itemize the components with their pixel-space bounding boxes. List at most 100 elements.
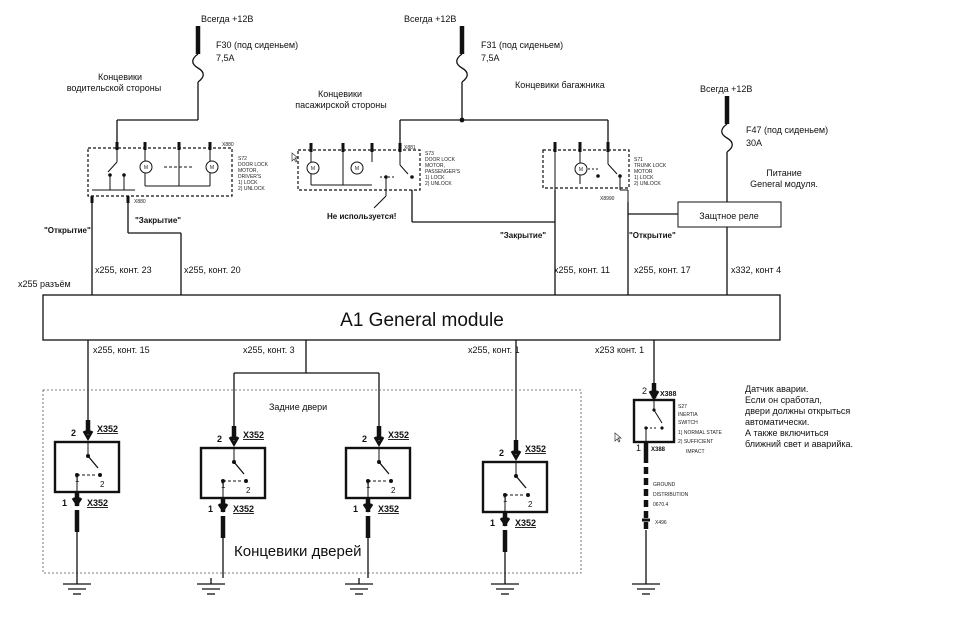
svg-text:DRIVER'S: DRIVER'S <box>238 174 262 180</box>
door-switch-blade <box>233 461 245 475</box>
inertia-conn-top: X388 <box>660 391 676 398</box>
door-switch-arrow-top <box>510 450 522 462</box>
ground-symbol-1 <box>63 578 91 595</box>
driver-lock-conn: X880 <box>222 142 234 148</box>
driver-side-label-1: Концевики <box>98 72 142 82</box>
door-switch-conn-top: X352 <box>525 444 546 454</box>
ground-symbol-5 <box>632 578 660 595</box>
door-switch-pin-top: 2 <box>362 434 367 444</box>
crash-sensor-text-3: двери должны открыться <box>745 406 850 416</box>
svg-text:GROUND: GROUND <box>653 482 676 488</box>
door-switch-c2: 2 <box>100 480 105 489</box>
svg-text:M: M <box>210 165 214 171</box>
fuse-f47-rating: 30А <box>746 138 762 148</box>
svg-text:2: 2 <box>642 386 647 396</box>
crash-sensor-text-2: Если он сработал, <box>745 395 822 405</box>
door-switch-conn-top: X352 <box>243 430 264 440</box>
pin-label-3: x255, конт. 3 <box>243 345 295 355</box>
svg-text:MOTOR: MOTOR <box>634 169 653 175</box>
door-switch-conn-top: X352 <box>388 430 409 440</box>
svg-text:0670.4: 0670.4 <box>653 502 669 508</box>
door-switch-c2: 2 <box>528 500 533 509</box>
svg-text:X496: X496 <box>655 520 667 526</box>
door-switch-contact-2 <box>526 493 530 497</box>
door-switch-conn-bottom: X352 <box>515 518 536 528</box>
svg-text:M: M <box>311 166 315 172</box>
fuse-f30: Всегда +12В F30 (под сиденьем) 7,5А <box>192 14 298 120</box>
door-switch-c1: 1 <box>75 475 80 484</box>
door-switch-c2: 2 <box>391 486 396 495</box>
passenger-lock-name: S73 <box>425 151 434 157</box>
fuse-f30-supply: Всегда +12В <box>201 14 253 24</box>
open-trunk-label: "Открытие" <box>629 231 676 240</box>
svg-text:DOOR LOCK: DOOR LOCK <box>425 157 456 163</box>
svg-text:X881: X881 <box>404 145 416 151</box>
crash-sensor-text-4: автоматически. <box>745 417 809 427</box>
pin-label-23: x255, конт. 23 <box>95 265 152 275</box>
crash-sensor-text-6: ближний свет и аварийка. <box>745 439 853 449</box>
svg-text:INERTIA: INERTIA <box>678 412 698 418</box>
fuse-f47-name: F47 (под сиденьем) <box>746 125 828 135</box>
door-switch-conn-bottom: X352 <box>233 504 254 514</box>
svg-text:1) LOCK: 1) LOCK <box>634 175 654 181</box>
ground-symbol-2 <box>197 578 225 595</box>
pin-label-x332-4: x332, конт 4 <box>731 265 781 275</box>
protection-relay-box <box>677 201 782 228</box>
door-switch-conn-bottom: X352 <box>87 498 108 508</box>
general-module-box <box>42 294 781 341</box>
door-switch-body <box>344 446 412 500</box>
svg-text:2) UNLOCK: 2) UNLOCK <box>238 186 265 192</box>
door-switch-pin-bottom: 1 <box>353 504 358 514</box>
door-switch-arrow-top <box>82 430 94 442</box>
driver-lock-name: S72 <box>238 156 247 162</box>
pin-label-15: x255, конт. 15 <box>93 345 150 355</box>
door-switch-contact-2 <box>389 479 393 483</box>
svg-text:MOTOR,: MOTOR, <box>425 163 445 169</box>
inertia-conn-bottom: X388 <box>651 447 666 453</box>
door-switch-pin-top: 2 <box>71 428 76 438</box>
door-switch-contact-2 <box>244 479 248 483</box>
driver-side-label-2: водительской стороны <box>67 83 161 93</box>
fuse-f47: Всегда +12В F47 (под сиденьем) 30А <box>700 84 828 202</box>
door-switch-c2: 2 <box>246 486 251 495</box>
svg-text:PASSENGER'S: PASSENGER'S <box>425 169 461 175</box>
svg-text:DOOR LOCK: DOOR LOCK <box>238 162 269 168</box>
svg-text:M: M <box>355 166 359 172</box>
pin-label-x253-1: x253 конт. 1 <box>595 345 644 355</box>
svg-text:2) UNLOCK: 2) UNLOCK <box>634 181 661 187</box>
svg-text:X8990: X8990 <box>600 196 615 202</box>
door-switch-blade <box>515 475 527 489</box>
fuse-f31-supply: Всегда +12В <box>404 14 456 24</box>
power-label-2: General модуля. <box>750 179 818 189</box>
trunk-lock: M S71 TRUNK LOCK MOTOR 1) LOCK 2) UNLOCK… <box>542 142 667 202</box>
passenger-side-label-1: Концевики <box>318 89 362 99</box>
pin-label-17: x255, конт. 17 <box>634 265 691 275</box>
crash-sensor-text-1: Датчик аварии. <box>745 384 808 394</box>
fuse-f30-name: F30 (под сиденьем) <box>216 40 298 50</box>
pin-label-20: x255, конт. 20 <box>184 265 241 275</box>
svg-text:IMPACT: IMPACT <box>686 449 705 455</box>
passenger-lock-motor-2 <box>350 161 364 175</box>
svg-text:1: 1 <box>636 443 641 453</box>
door-switch-blade <box>87 455 99 469</box>
door-switches-label: Концевики дверей <box>234 543 362 560</box>
passenger-side-label-2: пасажирской стороны <box>295 100 387 110</box>
svg-text:2) SUFFICIENT: 2) SUFFICIENT <box>678 439 713 445</box>
fuse-f31-name: F31 (под сиденьем) <box>481 40 563 50</box>
svg-text:TRUNK LOCK: TRUNK LOCK <box>634 163 667 169</box>
door-switch-blade <box>378 461 390 475</box>
close-trunk-label: "Закрытие" <box>500 231 546 240</box>
door-switch-pin-bottom: 1 <box>490 518 495 528</box>
crash-sensor-text-5: А также включиться <box>745 428 829 438</box>
door-switch-c1: 1 <box>221 481 226 490</box>
passenger-door-lock: M M S73 DOOR LOCK MOTOR, PASSENGER'S 1) … <box>297 143 461 209</box>
cursor-arrow-icon-2 <box>614 432 622 443</box>
door-switch-body <box>481 460 549 514</box>
inertia-name: S27 <box>678 404 687 410</box>
pin-label-1: x255, конт. 1 <box>468 345 520 355</box>
door-switch-pin-bottom: 1 <box>208 504 213 514</box>
